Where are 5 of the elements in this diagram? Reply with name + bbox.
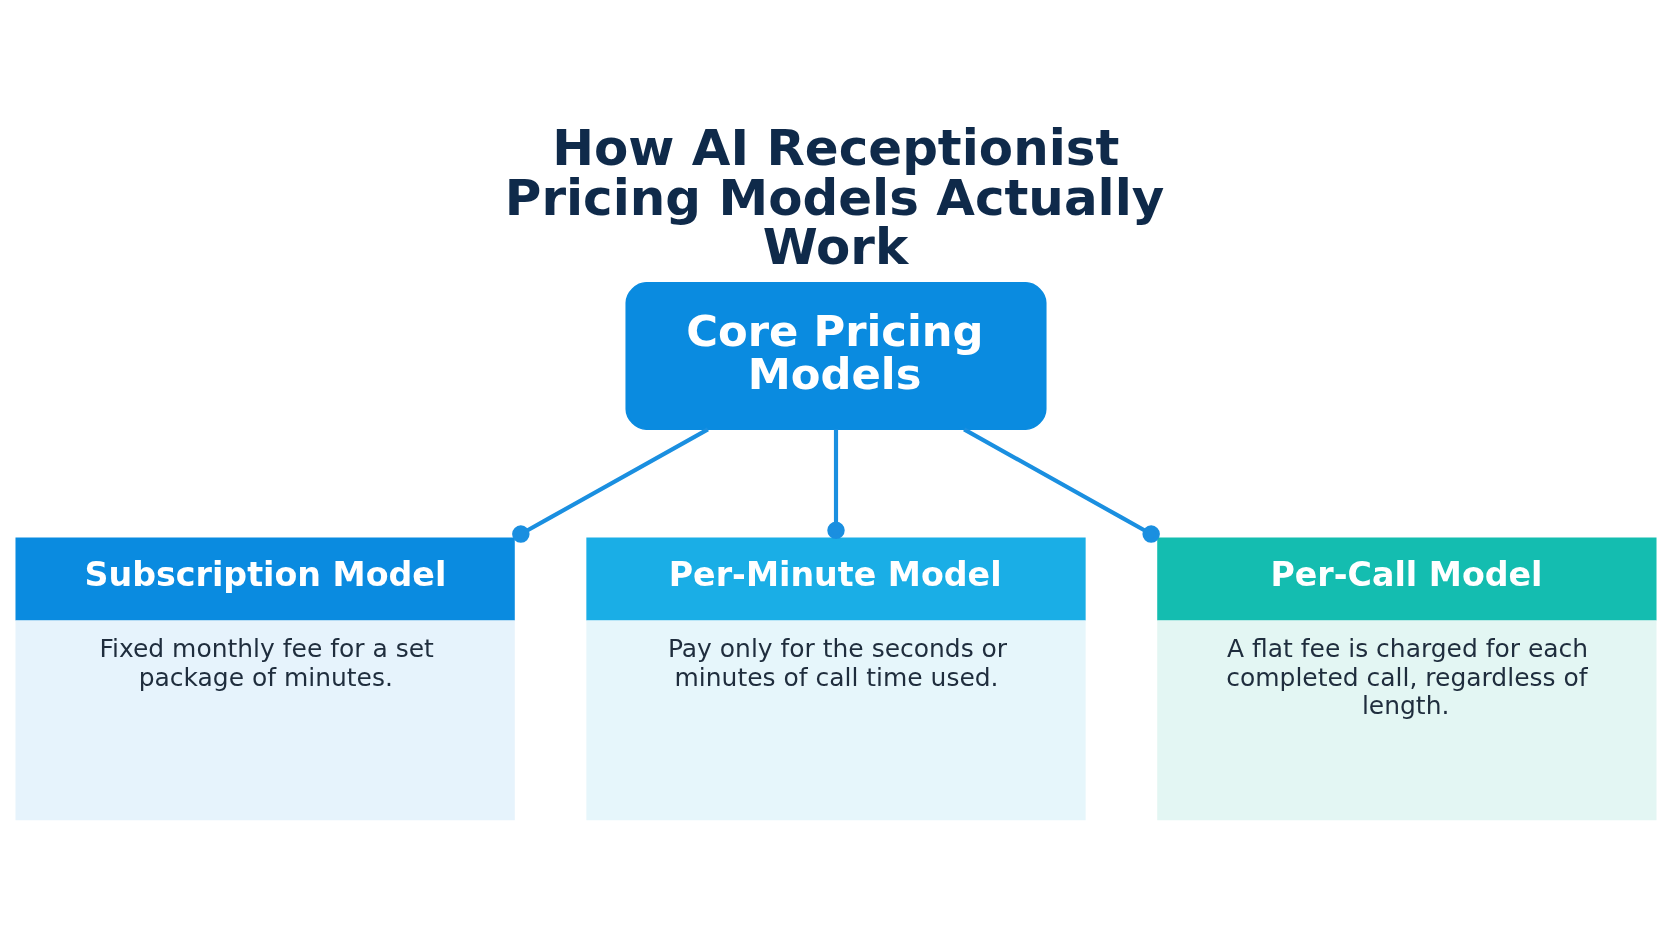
connector — [963, 427, 1160, 543]
connector — [827, 429, 845, 540]
node-box: Core Pricing Models — [625, 281, 1047, 431]
connector — [512, 427, 709, 543]
diagram-title: How AI Receptionist Pricing Models Actually Work — [504, 118, 1165, 277]
